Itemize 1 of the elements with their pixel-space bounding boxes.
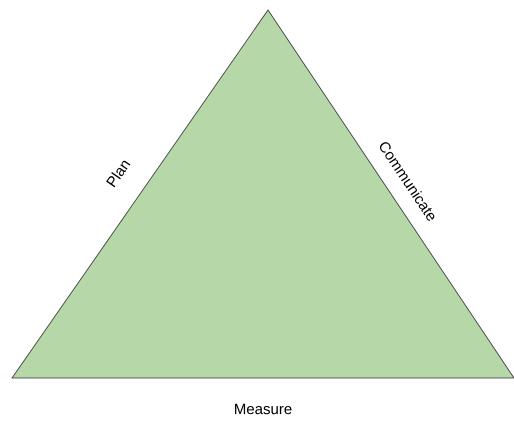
side-label: Measure <box>235 404 292 414</box>
